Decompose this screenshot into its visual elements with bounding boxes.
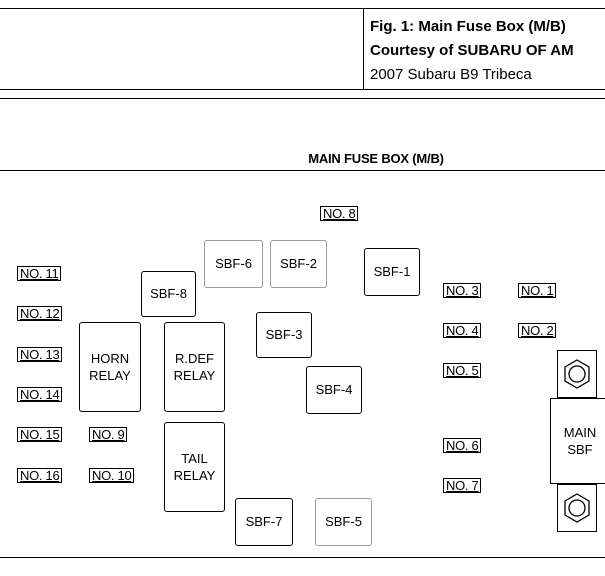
fuse-no-14: NO. 14 [17,387,63,402]
sbf-7: SBF-7 [235,498,293,546]
sbf-6: SBF-6 [204,240,263,288]
fuse-no-10: NO. 10 [89,468,135,483]
main-sbf-top-terminal [557,350,597,398]
main-sbf-bottom-terminal [557,484,597,532]
diagram-bottom-rule [0,557,605,558]
header-top-rule [0,8,605,9]
sbf-1: SBF-1 [364,248,420,296]
diagram-title: MAIN FUSE BOX (M/B) [308,151,444,166]
sbf-2: SBF-2 [270,240,327,288]
fuse-no-3: NO. 3 [443,283,482,298]
fuse-no-15: NO. 15 [17,427,63,442]
fuse-no-4: NO. 4 [443,323,482,338]
fuse-no-13: NO. 13 [17,347,63,362]
sbf-8: SBF-8 [141,271,196,317]
figure-courtesy: Courtesy of SUBARU OF AM [370,42,574,59]
rear-defogger-relay: R.DEF RELAY [164,322,225,412]
fuse-no-7: NO. 7 [443,478,482,493]
fuse-no-9: NO. 9 [89,427,128,442]
main-sbf: MAIN SBF [550,398,605,484]
fuse-no-16: NO. 16 [17,468,63,483]
fuse-no-2: NO. 2 [518,323,557,338]
header-double-rule [0,98,605,99]
sbf-5: SBF-5 [315,498,372,546]
fuse-no-8: NO. 8 [320,206,359,221]
horn-relay: HORN RELAY [79,322,141,412]
bolt-icon [564,359,590,389]
sbf-3: SBF-3 [256,312,312,358]
fuse-no-12: NO. 12 [17,306,63,321]
sbf-4: SBF-4 [306,366,362,414]
fuse-no-1: NO. 1 [518,283,557,298]
fuse-no-5: NO. 5 [443,363,482,378]
figure-title: Fig. 1: Main Fuse Box (M/B) [370,18,566,35]
header-bottom-rule [0,89,605,90]
figure-model: 2007 Subaru B9 Tribeca [370,66,532,83]
fuse-no-6: NO. 6 [443,438,482,453]
diagram-top-rule [0,170,605,171]
header-divider [363,8,364,89]
bolt-icon [564,493,590,523]
tail-relay: TAIL RELAY [164,422,225,512]
fuse-no-11: NO. 11 [17,266,62,281]
